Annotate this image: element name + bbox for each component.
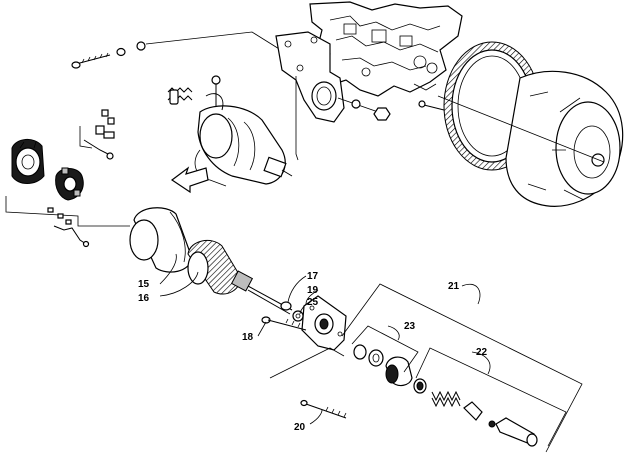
callout-25: 25 (307, 297, 319, 308)
bracket-22 (415, 347, 567, 447)
leader-15 (159, 253, 177, 285)
spring-retainer (463, 401, 496, 428)
spacer-washer (292, 310, 304, 322)
callout-15: 15 (138, 279, 150, 290)
engine-block (309, 1, 463, 97)
starter-mount-bracket (275, 31, 345, 123)
callout-16: 16 (138, 293, 150, 304)
callout-21: 21 (448, 281, 460, 292)
callout-19: 19 (307, 285, 319, 296)
pinion-gear (385, 356, 413, 387)
callout-18: 18 (242, 332, 254, 343)
drive-spring (431, 390, 461, 408)
callout-20: 20 (294, 422, 306, 433)
flywheel-axis-line (437, 95, 605, 163)
brush-springs (79, 109, 115, 160)
drive-washer-a (353, 344, 367, 360)
leader-16 (159, 271, 199, 297)
leader-18 (257, 321, 267, 337)
assembled-starter-motor (194, 93, 293, 187)
solenoid-spring (167, 87, 193, 105)
callout-23: 23 (404, 321, 416, 332)
drive-washer-b (368, 349, 384, 367)
brush-holder-plate (55, 167, 84, 201)
flywheel-bolt (418, 100, 445, 111)
leader-19 (305, 289, 319, 305)
leader-23 (387, 325, 400, 341)
drive-sleeve (495, 417, 538, 447)
leader-21 (461, 283, 481, 305)
flywheel-body (505, 70, 624, 207)
bracket-leader-line (295, 76, 299, 161)
top-mounting-bolt (71, 31, 301, 69)
callout-22: 22 (476, 347, 488, 358)
yoke-housing (129, 207, 193, 273)
cover-leader-line (269, 347, 345, 379)
rear-end-cap (11, 139, 45, 184)
bracket-23 (351, 325, 419, 373)
leader-22 (471, 351, 491, 375)
bracket-21 (341, 283, 583, 453)
leader-20 (309, 409, 323, 425)
callout-17: 17 (307, 271, 319, 282)
leader-17 (287, 275, 307, 303)
leader-25 (299, 303, 307, 315)
drive-collar (413, 378, 427, 394)
through-bolt (261, 316, 307, 331)
direction-arrow-icon (170, 166, 209, 194)
brush-lead-wire (47, 207, 90, 248)
left-leader-line (5, 196, 130, 227)
long-through-bolt (300, 399, 347, 419)
armature (187, 239, 293, 315)
front-cover (301, 295, 347, 351)
thrust-washer (280, 301, 292, 311)
bracket-washer-nut (337, 97, 391, 121)
